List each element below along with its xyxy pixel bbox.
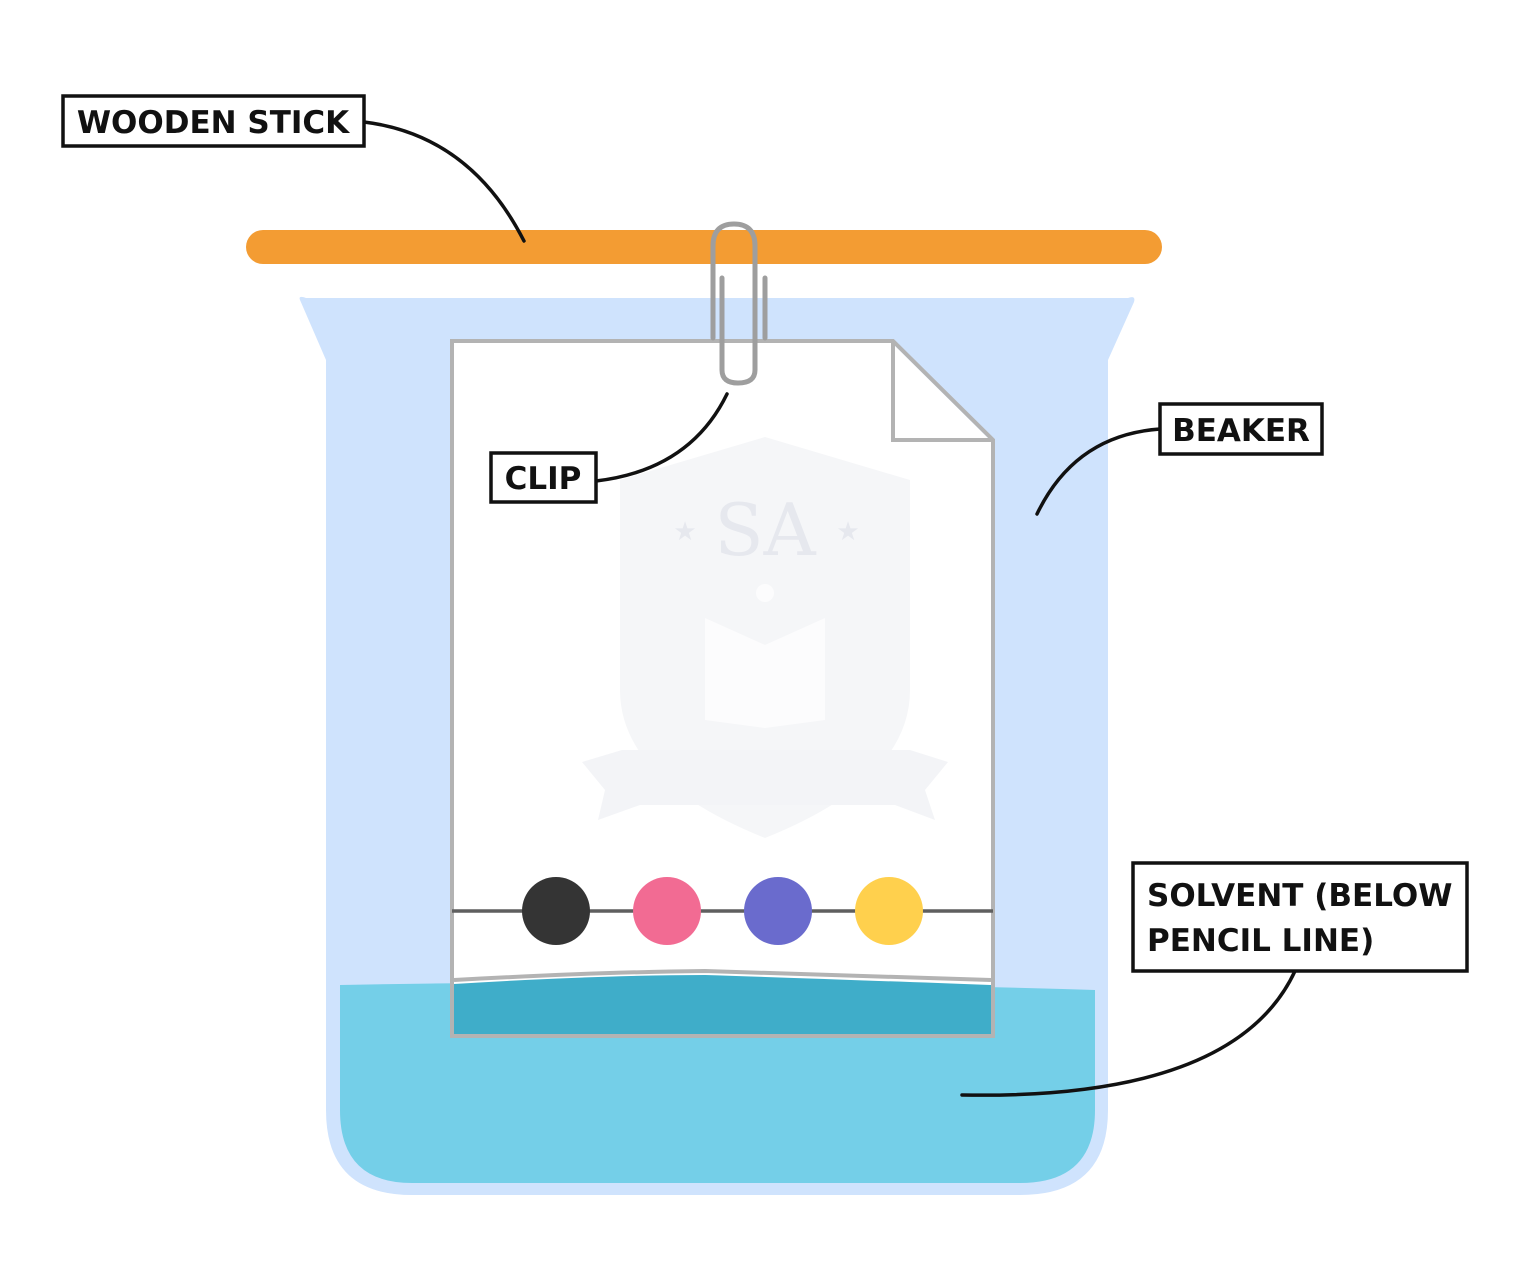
label-beaker: BEAKER	[1158, 402, 1324, 456]
person-icon	[756, 584, 774, 602]
paper-corner-fold	[891, 341, 993, 442]
watermark-logo: SA ★ ★	[582, 437, 948, 838]
leader-wooden-stick	[362, 120, 526, 243]
paper-clip	[710, 221, 768, 386]
leader-clip	[594, 392, 729, 483]
watermark-text: SA	[714, 488, 816, 572]
ink-spot-pink	[633, 877, 701, 945]
label-clip: CLIP	[489, 451, 598, 504]
label-clip-text: CLIP	[505, 461, 582, 497]
ink-spot-purple	[744, 877, 812, 945]
label-solvent-line1: SOLVENT (BELOW	[1147, 878, 1452, 914]
solvent-front	[453, 968, 992, 982]
chromatography-paper	[450, 339, 995, 1038]
leader-beaker	[1035, 427, 1162, 516]
solvent-in-paper	[454, 975, 991, 1034]
leader-solvent	[960, 969, 1297, 1097]
ink-spot-yellow	[855, 877, 923, 945]
star-icon: ★	[673, 517, 696, 547]
label-wooden-stick: WOODEN STICK	[61, 94, 366, 148]
label-solvent: SOLVENT (BELOW PENCIL LINE)	[1131, 861, 1469, 973]
ink-spots	[522, 877, 923, 945]
watermark-banner	[582, 750, 948, 820]
label-solvent-line2: PENCIL LINE)	[1147, 923, 1374, 959]
label-wooden-stick-text: WOODEN STICK	[77, 105, 350, 141]
book-icon	[705, 618, 825, 728]
watermark-shield	[620, 437, 910, 838]
star-icon: ★	[836, 517, 859, 547]
ink-spot-black	[522, 877, 590, 945]
label-beaker-text: BEAKER	[1172, 413, 1310, 449]
